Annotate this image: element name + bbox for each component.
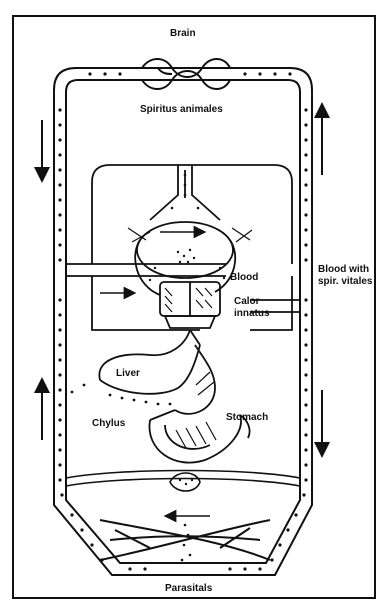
label-parasitals: Parasitals <box>165 583 212 595</box>
label-spiritus-animales: Spiritus animales <box>140 104 223 116</box>
organ-hatching <box>176 372 216 448</box>
parasital-dots <box>181 524 192 562</box>
label-calor: Calor <box>234 296 260 308</box>
vessel-dots <box>58 72 307 570</box>
label-liver: Liver <box>116 368 140 380</box>
label-blood: Blood <box>230 272 258 284</box>
label-innatus: innatus <box>234 308 270 320</box>
label-stomach: Stomach <box>226 412 268 424</box>
label-brain: Brain <box>170 28 196 40</box>
heart <box>135 222 235 328</box>
label-blood-with: Blood with <box>318 264 369 276</box>
digestive-organs <box>99 330 249 463</box>
flow-arrows <box>42 110 322 450</box>
brain-coils <box>142 59 230 89</box>
membrane-dots <box>179 479 193 485</box>
upper-chamber <box>66 165 300 330</box>
central-vessel <box>150 165 220 220</box>
lower-membrane <box>66 471 300 492</box>
label-spir-vitales: spir. vitales <box>318 276 372 288</box>
label-chylus: Chylus <box>92 418 125 430</box>
